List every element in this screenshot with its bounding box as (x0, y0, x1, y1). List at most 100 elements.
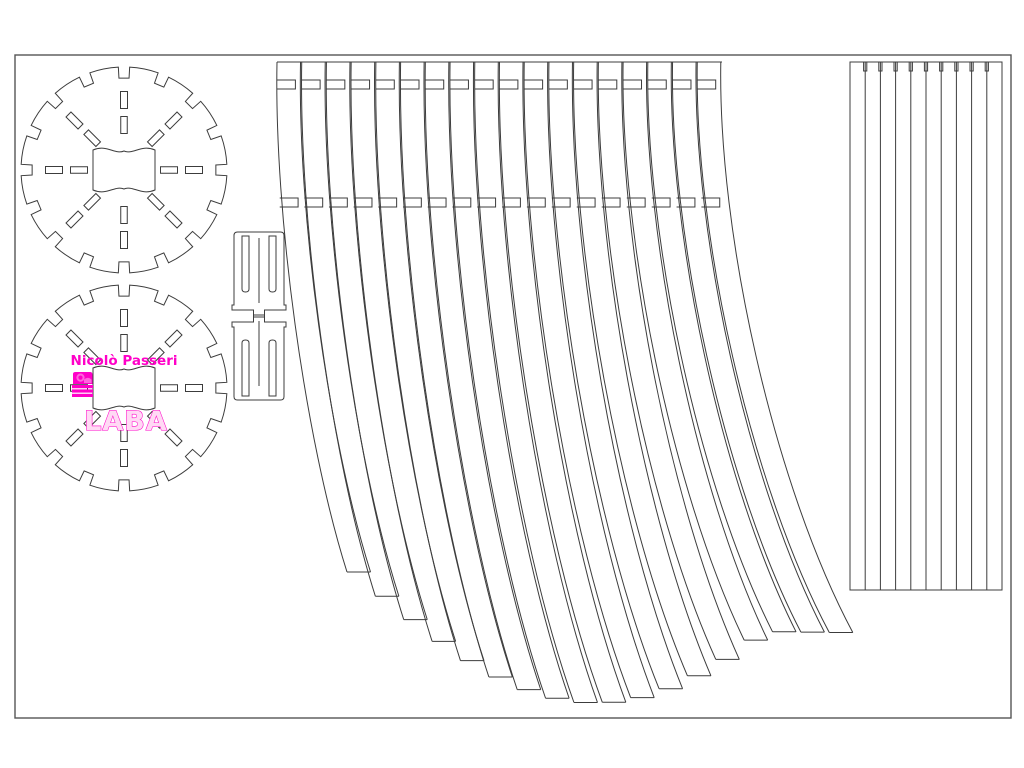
rib-edge-left (648, 62, 773, 632)
rib-notch (648, 80, 666, 89)
rib-notch (304, 198, 322, 207)
fork-prong-slot (242, 340, 249, 396)
disc-radial-slot (121, 232, 128, 249)
part-fork-connectors[interactable] (232, 232, 286, 400)
rib-notch (701, 198, 719, 207)
rib-notch (549, 80, 567, 89)
disc-radial-slot (161, 385, 178, 392)
disc-radial-slot (121, 207, 128, 224)
fork-prong-slot (242, 236, 249, 292)
rib-notch (598, 80, 616, 89)
strip-top-kerf (894, 62, 897, 71)
fork-prong-slot (269, 340, 276, 396)
disc-radial-slot (148, 130, 165, 147)
disc-radial-slot (121, 117, 128, 134)
part-vertical-strip-panel[interactable] (850, 62, 1002, 590)
disc-radial-slot (121, 92, 128, 109)
rib-notch (280, 198, 298, 207)
rib-edge-left (351, 62, 432, 641)
rib-notch (354, 198, 372, 207)
rib-edge-left (574, 62, 688, 676)
disc-radial-slot (186, 385, 203, 392)
strip-top-kerf (909, 62, 912, 71)
disc-radial-slot (66, 330, 83, 347)
part-notched-disc-plain[interactable] (21, 67, 227, 273)
disc-radial-slot (84, 348, 101, 365)
sheet-border (14, 54, 1012, 719)
rib-edge-right (597, 62, 711, 676)
rib-notch (450, 80, 468, 89)
rib-notch (428, 198, 446, 207)
rib-edge-right (647, 62, 768, 640)
disc-center-cutout (93, 366, 155, 410)
rib-edge-left (499, 62, 602, 702)
rib-edge-left (376, 62, 461, 661)
rib-edge-left (277, 62, 347, 572)
rib-edge-right (424, 62, 512, 677)
strip-top-kerf (970, 62, 973, 71)
fork-outline (232, 315, 286, 400)
disc-radial-slot (46, 167, 63, 174)
disc-radial-slot (161, 167, 178, 174)
part-curved-rib-array[interactable] (277, 62, 853, 703)
rib-edge-right (671, 62, 796, 632)
disc-radial-slot (121, 450, 128, 467)
rib-edge-left (425, 62, 517, 690)
strip-top-kerf (940, 62, 943, 71)
disc-radial-slot (121, 335, 128, 352)
engraving-group: Nicolò Passeri LABA (71, 353, 178, 438)
rib-notch (475, 80, 493, 89)
rib-notch (277, 80, 295, 89)
disc-radial-slot (165, 112, 182, 129)
disc-radial-slot (121, 425, 128, 442)
disc-rim-outline (21, 285, 227, 491)
disc-radial-slot (165, 211, 182, 228)
disc-rim-outline (21, 67, 227, 273)
rib-notch (552, 198, 570, 207)
rib-notch (524, 80, 542, 89)
disc-radial-slot (165, 429, 182, 446)
fork-prong-slot (269, 236, 276, 292)
rib-notch (627, 198, 645, 207)
strip-top-kerf (924, 62, 927, 71)
disc-radial-slot (148, 348, 165, 365)
rib-edge-right (572, 62, 682, 689)
rib-notch (329, 198, 347, 207)
disc-radial-slot (66, 211, 83, 228)
strip-top-kerf (864, 62, 867, 71)
disc-radial-slot (121, 310, 128, 327)
rib-edge-right (498, 62, 597, 703)
rib-edge-left (598, 62, 716, 659)
rib-edge-left (623, 62, 744, 640)
rib-notch (452, 198, 470, 207)
rib-notch (378, 198, 396, 207)
rib-edge-right (350, 62, 427, 620)
rib-notch (351, 80, 369, 89)
part-notched-disc-engraved[interactable] (21, 285, 227, 491)
disc-radial-slot (148, 194, 165, 211)
rib-notch (697, 80, 715, 89)
disc-radial-slot (84, 412, 101, 429)
rib-edge-left (549, 62, 659, 689)
rib-edge-right (696, 62, 824, 632)
rib-edge-left (524, 62, 631, 698)
rib-notch (477, 198, 495, 207)
rib-edge-left (475, 62, 574, 703)
strip-top-kerf (985, 62, 988, 71)
disc-radial-slot (66, 429, 83, 446)
disc-radial-slot (66, 112, 83, 129)
rib-edge-right (548, 62, 655, 698)
rib-edge-right (449, 62, 541, 690)
disc-radial-slot (71, 167, 88, 174)
rib-edge-right (721, 62, 853, 633)
rib-notch (425, 80, 443, 89)
rib-edge-right (622, 62, 740, 659)
disc-center-cutout (93, 148, 155, 192)
rib-edge-left (400, 62, 488, 677)
rib-notch (500, 80, 518, 89)
engraved-school-name: LABA (84, 406, 168, 437)
rib-notch (376, 80, 394, 89)
engraved-author-name: Nicolò Passeri (71, 353, 178, 369)
rib-edge-left (697, 62, 829, 633)
